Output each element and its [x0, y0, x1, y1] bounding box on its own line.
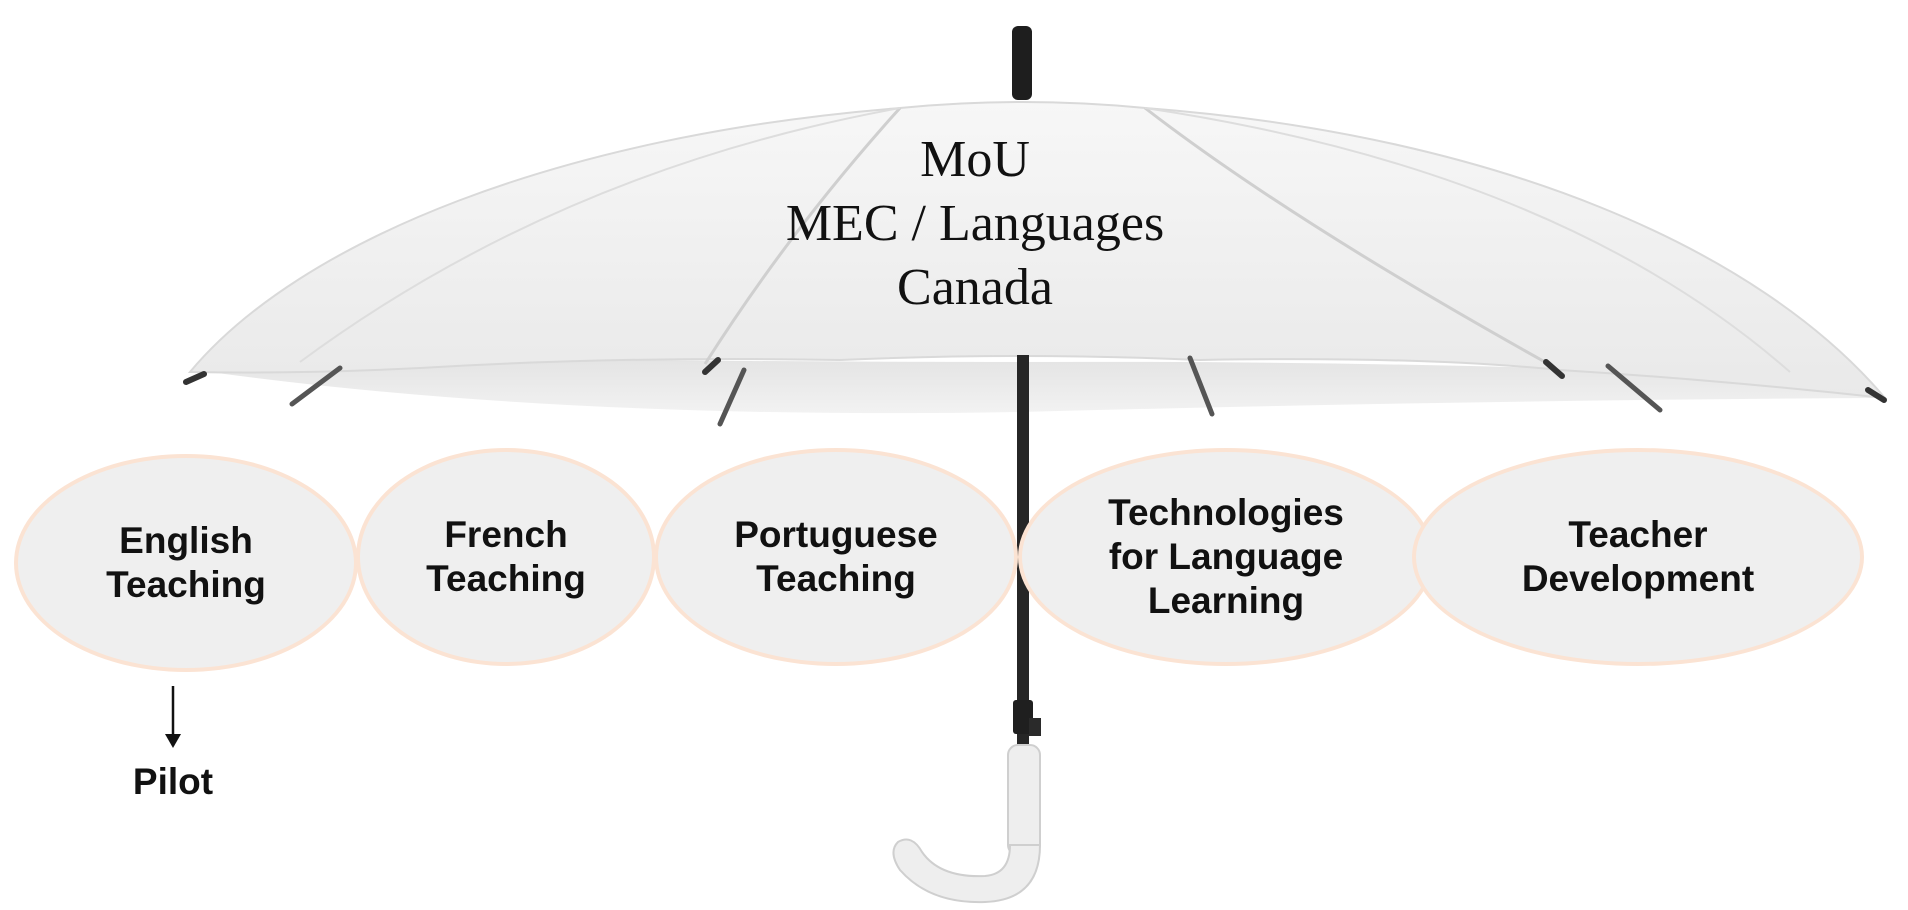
pilot-label: Pilot [132, 761, 214, 802]
title-line-1: MoU [920, 131, 1030, 188]
rib-tip [702, 357, 721, 375]
title-line-2: MEC / Languages [785, 195, 1165, 252]
umbrella-handle-hook [892, 838, 1042, 904]
umbrella-runner [1013, 700, 1033, 734]
topic-label-line: English [119, 520, 253, 561]
title-line-3: Canada [897, 259, 1053, 316]
topic-label-line: Development [1521, 558, 1755, 599]
topic-label-line: for Language [1108, 536, 1344, 577]
topic-label-line: French [444, 514, 568, 555]
topic-english-teaching: English Teaching [14, 454, 358, 672]
topic-technologies-for-language-learning: Technologies for Language Learning [1018, 448, 1434, 666]
topic-label-line: Teaching [426, 558, 586, 599]
canopy-seam [1144, 107, 1791, 373]
rib-tip [1187, 355, 1215, 417]
topic-french-teaching: French Teaching [356, 448, 656, 666]
umbrella-handle [1007, 744, 1041, 856]
rib-tip [1865, 387, 1887, 403]
canopy-seam [299, 107, 901, 363]
topic-label-line: Teaching [106, 564, 266, 605]
topic-label-line: Teaching [756, 558, 916, 599]
canopy-seam [1144, 106, 1546, 364]
rib-tip [717, 367, 747, 427]
umbrella-tip [1012, 26, 1032, 100]
topic-label-line: Learning [1147, 580, 1305, 621]
rib-tip [183, 371, 207, 385]
topic-portuguese-teaching: Portuguese Teaching [654, 448, 1018, 666]
topic-label-line: Teacher [1568, 514, 1708, 555]
diagram-title: MoU MEC / Languages Canada [700, 128, 1250, 320]
topic-teacher-development: Teacher Development [1412, 448, 1864, 666]
rib-tip [289, 365, 343, 407]
arrow-down-icon [165, 686, 181, 748]
topic-label-line: Portuguese [734, 514, 938, 555]
umbrella-canopy-underside [210, 352, 1880, 414]
umbrella-latch [1029, 718, 1041, 736]
canopy-seam [703, 106, 902, 365]
rib-tip [1543, 359, 1565, 379]
rib-tip [1605, 363, 1663, 413]
topic-label-line: Technologies [1108, 492, 1344, 533]
